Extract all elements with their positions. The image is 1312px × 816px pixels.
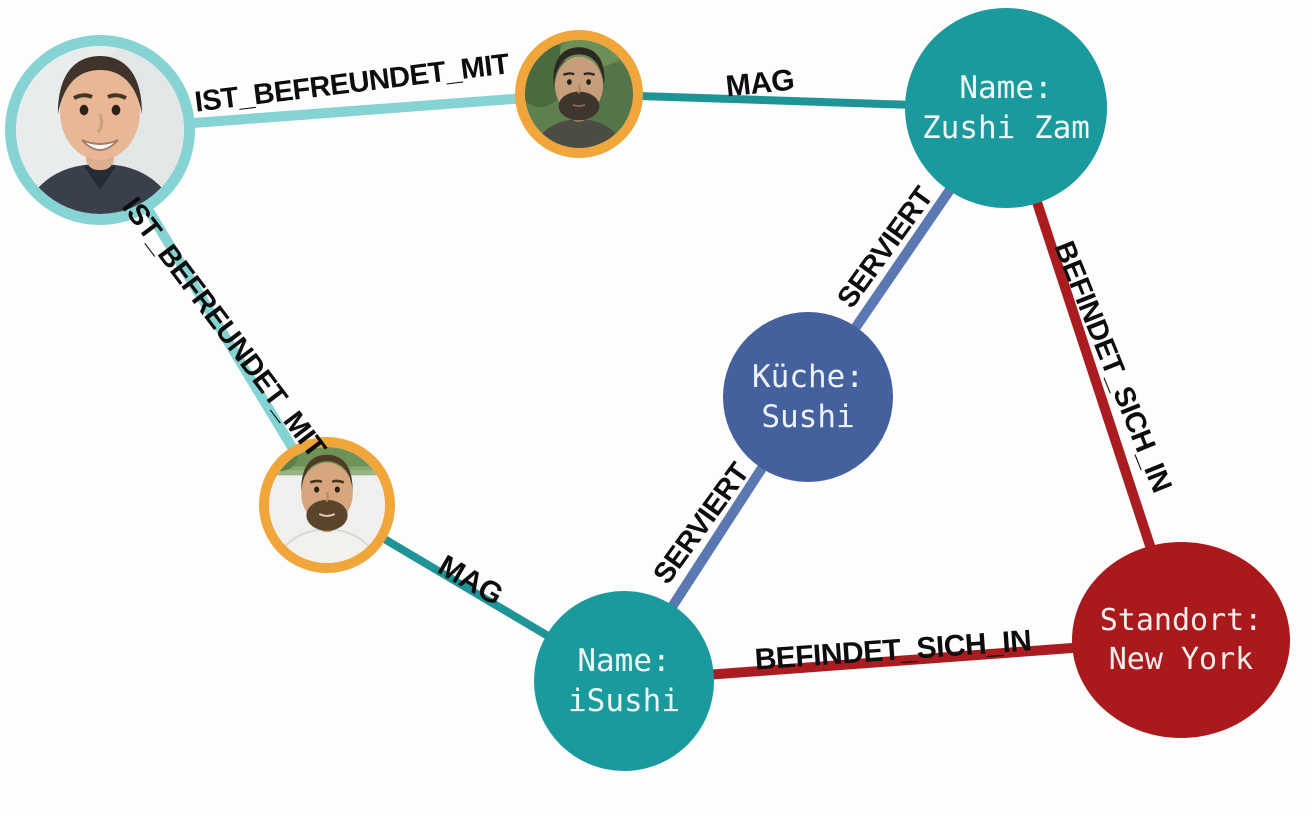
node-zushi-zam: Name: Zushi Zam (905, 8, 1107, 208)
person-node-top-middle (515, 30, 643, 158)
person-node-top-left (5, 35, 195, 225)
node-standort-new-york-key: Standort: (1099, 603, 1263, 638)
node-kueche-sushi: Küche: Sushi (723, 312, 893, 482)
node-isushi-value: iSushi (568, 683, 680, 719)
node-kueche-sushi-key: Küche: (752, 358, 864, 395)
node-isushi-key: Name: (577, 642, 671, 679)
person-bottom-left-photo-illustration (269, 447, 385, 563)
node-zushi-zam-value: Zushi Zam (922, 110, 1090, 146)
node-isushi: Name: iSushi (534, 591, 714, 771)
node-kueche-sushi-value: Sushi (761, 399, 855, 435)
person-node-bottom-left (259, 437, 395, 573)
person-top-middle-photo-illustration (525, 40, 633, 148)
person-top-left-photo-illustration (16, 46, 184, 214)
node-zushi-zam-key: Name: (959, 69, 1053, 106)
edge-label-mag-top: MAG (724, 63, 796, 104)
node-standort-new-york: Standort: New York (1072, 542, 1290, 738)
node-standort-new-york-value: New York (1108, 642, 1254, 677)
